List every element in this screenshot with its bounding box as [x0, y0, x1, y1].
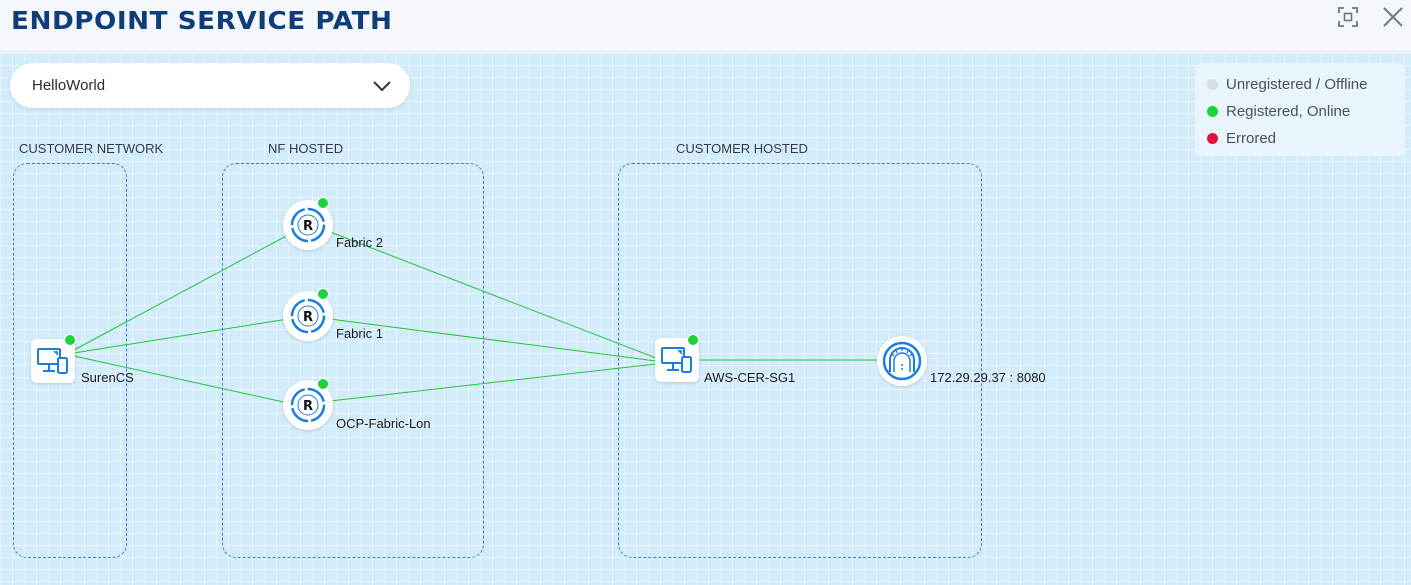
- legend-item-registered: Registered, Online: [1207, 98, 1393, 125]
- expand-icon[interactable]: [1336, 5, 1360, 29]
- status-dot-online: [317, 197, 329, 209]
- legend-label: Unregistered / Offline: [1226, 76, 1368, 93]
- link-surencs-ocp: [73, 355, 289, 404]
- zone-customer-hosted: [618, 163, 982, 558]
- service-select-value: HelloWorld: [32, 77, 106, 94]
- node-label: Fabric 1: [336, 326, 383, 341]
- page-title: ENDPOINT SERVICE PATH: [11, 6, 393, 35]
- link-surencs-fabric2: [73, 233, 291, 351]
- status-dot-online: [64, 334, 76, 346]
- node-label: SurenCS: [81, 370, 134, 385]
- node-label: 172.29.29.37 : 8080: [930, 370, 1046, 385]
- zone-label-customer-hosted: CUSTOMER HOSTED: [676, 141, 808, 156]
- node-label: AWS-CER-SG1: [704, 370, 796, 385]
- link-ocp-aws: [329, 363, 657, 402]
- zone-label-nf-hosted: NF HOSTED: [268, 141, 344, 156]
- status-dot-icon: [1207, 106, 1218, 117]
- status-dot-icon: [1207, 133, 1218, 144]
- svg-text:R: R: [303, 219, 313, 234]
- zone-customer-network: [13, 163, 127, 558]
- zone-nf-hosted: [222, 163, 484, 558]
- endpoint-icon[interactable]: [31, 339, 75, 383]
- zone-label-customer-network: CUSTOMER NETWORK: [19, 141, 164, 156]
- service-select[interactable]: HelloWorld: [10, 63, 410, 108]
- legend-label: Registered, Online: [1226, 103, 1351, 120]
- service-tunnel-icon[interactable]: [877, 336, 927, 386]
- svg-text:R: R: [303, 399, 313, 414]
- node-label: OCP-Fabric-Lon: [336, 416, 431, 431]
- status-dot-online: [687, 334, 699, 346]
- link-surencs-fabric1: [73, 318, 289, 354]
- legend-item-unregistered: Unregistered / Offline: [1207, 71, 1393, 98]
- legend-item-errored: Errored: [1207, 125, 1393, 152]
- legend-label: Errored: [1226, 130, 1277, 147]
- close-icon[interactable]: [1381, 5, 1405, 29]
- links-layer: [73, 229, 878, 404]
- status-dot-online: [317, 378, 329, 390]
- status-legend: Unregistered / Offline Registered, Onlin…: [1195, 63, 1405, 156]
- link-fabric2-aws: [324, 229, 657, 359]
- service-path-canvas[interactable]: HelloWorld Unregistered / Offline Regist…: [0, 53, 1411, 585]
- link-fabric1-aws: [329, 318, 657, 362]
- node-label: Fabric 2: [336, 235, 383, 250]
- status-dot-online: [317, 288, 329, 300]
- status-dot-icon: [1207, 79, 1218, 90]
- header-bar: ENDPOINT SERVICE PATH: [0, 0, 1411, 52]
- svg-text:R: R: [303, 310, 313, 325]
- chevron-down-icon: [373, 80, 391, 91]
